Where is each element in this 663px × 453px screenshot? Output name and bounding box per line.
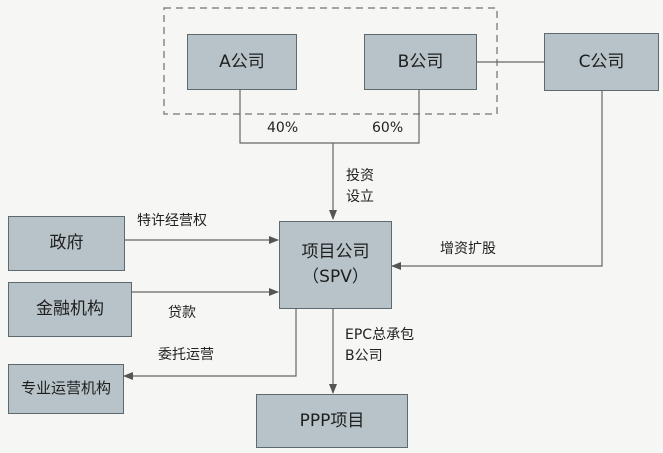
ppp-project-node: PPP项目 — [256, 394, 408, 448]
financial-institution-label: 金融机构 — [36, 299, 104, 320]
capital-increase-label: 增资扩股 — [440, 241, 496, 257]
entrust-arrow — [123, 309, 297, 380]
financial-institution-node: 金融机构 — [8, 282, 132, 337]
spv-node: 项目公司 （SPV） — [279, 221, 392, 309]
government-node: 政府 — [8, 216, 125, 271]
epc-label: EPC总承包 B公司 — [345, 327, 415, 364]
spv-label: 项目公司 （SPV） — [301, 241, 370, 288]
company-b-label: B公司 — [397, 51, 444, 72]
company-a-label: A公司 — [219, 51, 265, 72]
share-a-label: 40% — [267, 120, 299, 136]
ownership-connector — [239, 89, 420, 144]
company-b-node: B公司 — [364, 34, 477, 90]
company-a-node: A公司 — [187, 34, 297, 90]
capital-increase-arrow — [391, 91, 603, 270]
government-label: 政府 — [49, 233, 84, 254]
share-b-label: 60% — [372, 120, 404, 136]
shareholder-group-frame — [163, 7, 498, 115]
company-c-node: C公司 — [544, 33, 659, 91]
ppp-project-label: PPP项目 — [299, 410, 365, 431]
invest-label: 投资 设立 — [346, 168, 374, 205]
entrust-label: 委托运营 — [158, 347, 214, 363]
company-c-label: C公司 — [578, 51, 625, 72]
franchise-label: 特许经营权 — [137, 213, 207, 229]
loan-label: 贷款 — [168, 305, 196, 321]
operator-label: 专业运营机构 — [20, 379, 111, 398]
operator-node: 专业运营机构 — [8, 364, 124, 414]
